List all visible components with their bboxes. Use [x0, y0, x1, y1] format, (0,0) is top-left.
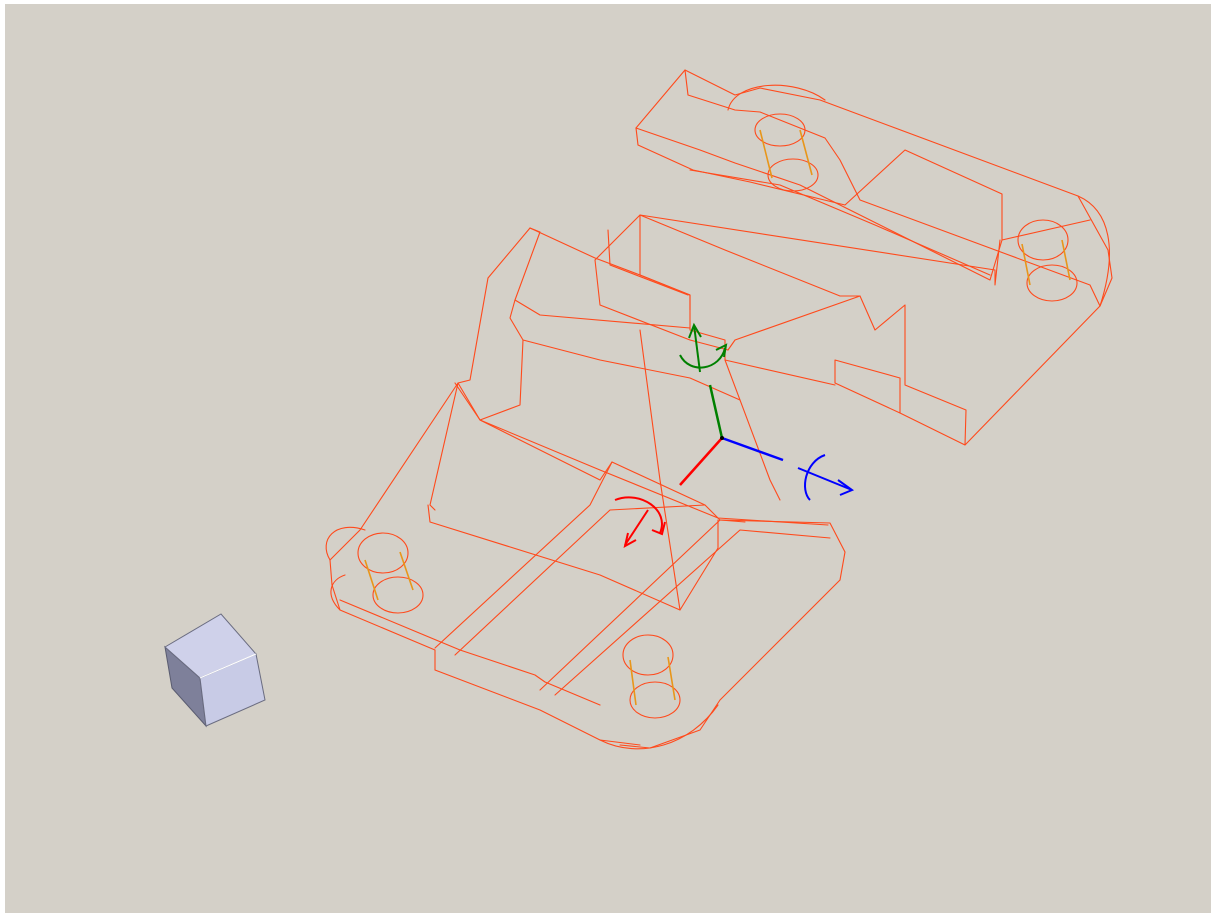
- back-slot-edge-d: [594, 214, 861, 297]
- central-web-step: [522, 339, 741, 401]
- y-axis-line[interactable]: [708, 384, 724, 439]
- central-web-diagonal-a: [639, 329, 681, 611]
- y-rotate-arrow-icon[interactable]: [679, 322, 728, 373]
- view-cube-icon[interactable]: [164, 613, 266, 728]
- front-flange-top: [329, 382, 846, 581]
- back-right-boss-arc: [1077, 195, 1110, 307]
- central-column-right: [514, 227, 691, 329]
- scene-canvas[interactable]: [5, 4, 1211, 913]
- 3d-viewport[interactable]: [5, 4, 1211, 913]
- front-flange-front-face: [339, 599, 601, 706]
- hole-back-right: [1017, 219, 1078, 302]
- hole-front-left: [357, 532, 424, 614]
- central-column-left: [429, 277, 489, 511]
- front-slot-edge-b: [434, 461, 613, 649]
- back-flange-inner-edge: [635, 127, 1091, 281]
- x-axis-line[interactable]: [679, 437, 723, 486]
- front-flange-left-face: [329, 559, 641, 746]
- front-flange-right-face: [619, 579, 841, 749]
- hole-back-left: [754, 113, 819, 192]
- back-left-boss-arc: [727, 84, 826, 111]
- central-column-top: [487, 227, 691, 311]
- back-flange-top-edge: [635, 69, 1113, 446]
- front-slot-edge-a: [427, 504, 719, 611]
- front-slot-edge-c: [454, 504, 706, 656]
- back-step-edge: [834, 359, 901, 414]
- front-slot-edge-d: [539, 519, 746, 691]
- front-left-boss-arc: [325, 526, 366, 561]
- back-slot-edge-b: [639, 214, 1001, 286]
- hole-front-bottom: [622, 634, 681, 719]
- transform-gizmo[interactable]: [614, 322, 855, 548]
- front-bottom-boss-arc: [599, 704, 719, 750]
- back-flange-lower-edge: [635, 127, 1003, 241]
- back-slot-edge-c: [689, 169, 991, 276]
- gizmo-origin[interactable]: [720, 436, 724, 440]
- front-inner-edge: [479, 419, 829, 526]
- z-rotate-arrow-icon[interactable]: [797, 454, 855, 501]
- central-column-inner: [454, 299, 524, 421]
- back-slot-edge-f: [607, 229, 689, 296]
- back-slot-edge-e: [594, 259, 729, 351]
- x-rotate-arrow-icon[interactable]: [614, 496, 666, 548]
- wireframe-part[interactable]: [325, 69, 1113, 750]
- z-axis-line[interactable]: [721, 436, 784, 462]
- back-flange-front-face: [727, 295, 967, 446]
- central-web-diagonal-b: [724, 359, 781, 501]
- front-left-boss-arc-lower: [330, 574, 346, 611]
- front-slot-edge-e: [554, 529, 831, 696]
- back-flange-side-edge: [684, 69, 1101, 307]
